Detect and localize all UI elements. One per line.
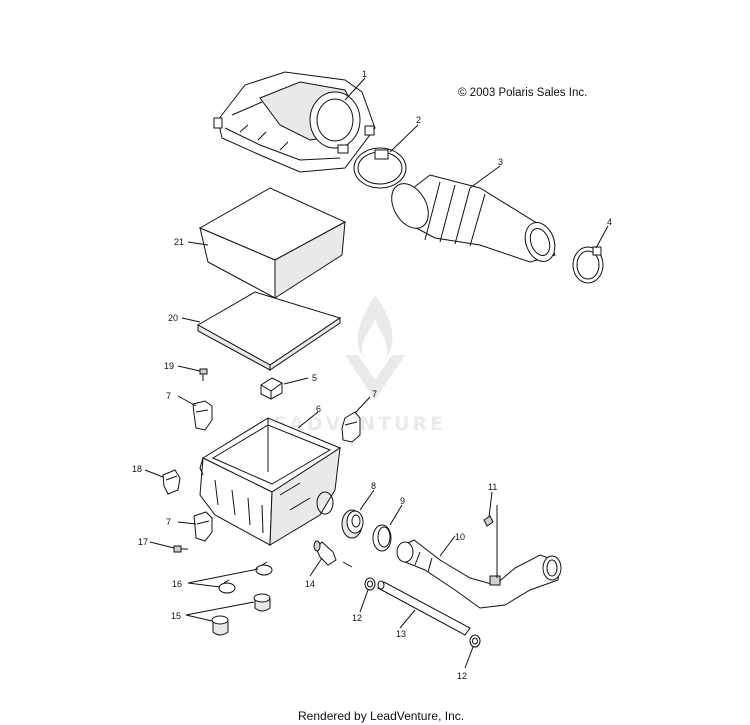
callout-15: 15 (171, 611, 181, 621)
part-19-screw[interactable] (199, 368, 208, 381)
part-2-hose-clamp[interactable] (353, 147, 407, 189)
part-10-intake-duct[interactable] (396, 539, 562, 609)
callout-3: 3 (498, 157, 503, 167)
part-15-caps[interactable] (211, 593, 271, 636)
callout-17: 17 (138, 537, 148, 547)
part-1-airbox-cover[interactable] (213, 71, 376, 173)
part-14-drain-fitting[interactable] (313, 540, 353, 568)
part-5-foam-block[interactable] (260, 377, 283, 400)
callout-5: 5 (312, 373, 317, 383)
part-7-clip-left-top[interactable] (192, 400, 213, 431)
callout-1: 1 (362, 69, 367, 79)
callout-16: 16 (172, 579, 182, 589)
callout-4: 4 (607, 217, 612, 227)
callout-9: 9 (400, 496, 405, 506)
callout-8: 8 (371, 481, 376, 491)
part-20-prefilter[interactable] (196, 291, 342, 371)
callout-20: 20 (168, 313, 178, 323)
callout-12b: 12 (457, 671, 467, 681)
callout-2: 2 (416, 115, 421, 125)
part-16-clamps[interactable] (218, 561, 273, 594)
part-7-clip-left-bottom[interactable] (193, 511, 213, 542)
part-18-clip[interactable] (162, 469, 181, 495)
part-12-clamp-upper[interactable] (364, 577, 376, 591)
part-12-clamp-lower[interactable] (469, 634, 481, 648)
part-11-fastener[interactable] (483, 515, 494, 527)
part-21-air-filter[interactable] (198, 187, 347, 299)
part-7-clip-right[interactable] (341, 411, 361, 443)
part-3-intake-boot[interactable] (384, 174, 560, 266)
callout-14: 14 (305, 579, 315, 589)
callout-21: 21 (174, 237, 184, 247)
callout-7b: 7 (372, 389, 377, 399)
part-6-airbox[interactable] (199, 417, 342, 546)
callout-10: 10 (455, 532, 465, 542)
copyright-text: © 2003 Polaris Sales Inc. (458, 87, 587, 99)
callout-19: 19 (164, 361, 174, 371)
callout-7a: 7 (166, 391, 171, 401)
part-17-screw[interactable] (173, 545, 188, 553)
footer-text: Rendered by LeadVenture, Inc. (298, 709, 464, 723)
callout-13: 13 (396, 629, 406, 639)
part-13-drain-tube[interactable] (377, 580, 471, 636)
callout-7c: 7 (166, 517, 171, 527)
part-4-hose-clamp[interactable] (572, 246, 604, 284)
part-9-hose-clamp[interactable] (372, 524, 392, 552)
callout-11: 11 (488, 482, 497, 492)
callout-12a: 12 (352, 613, 362, 623)
part-8-grommet[interactable] (341, 509, 364, 539)
callout-18: 18 (132, 464, 142, 474)
callout-6: 6 (316, 404, 321, 414)
